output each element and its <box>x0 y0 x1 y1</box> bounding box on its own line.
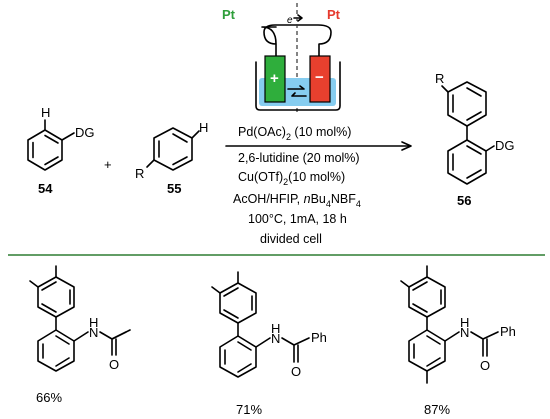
left-pt-label: Pt <box>222 7 236 22</box>
example-1-yield: 66% <box>36 390 62 405</box>
example-2-structure <box>211 271 310 378</box>
compound-55-structure <box>146 127 200 171</box>
example-1-nitrogen: N <box>89 325 98 340</box>
arrow-head-icon <box>401 141 412 151</box>
compound-54-number: 54 <box>38 181 53 196</box>
cathode <box>309 55 331 103</box>
compound-54-h-label: H <box>41 105 50 120</box>
electron-arrow-icon <box>293 14 303 22</box>
example-2-phenyl: Ph <box>311 330 327 345</box>
example-3-nitrogen: N <box>460 325 469 340</box>
example-3-yield: 87% <box>424 402 450 417</box>
compound-56-structure <box>441 81 495 185</box>
condition-additive: Cu(OTf)2(10 mol%) <box>238 170 345 187</box>
electrochemical-cell-icon: Pt Pt e + − <box>222 3 341 113</box>
ion-exchange-arrows-icon <box>287 85 307 97</box>
compound-54-dg-label: DG <box>75 125 95 140</box>
example-3-oxygen: O <box>480 358 490 373</box>
example-2-nitrogen: N <box>271 331 280 346</box>
example-1-structure <box>29 265 131 372</box>
example-2-nh-hydrogen: H <box>271 321 280 336</box>
beaker <box>255 61 341 111</box>
condition-parameters: 100°C, 1mA, 18 h <box>248 212 347 226</box>
right-pt-label: Pt <box>327 7 341 22</box>
anode-plus-sign: + <box>270 70 279 87</box>
plus-sign: + <box>104 157 112 172</box>
example-1-nh-hydrogen: H <box>89 315 98 330</box>
anode <box>264 55 286 103</box>
example-1-oxygen: O <box>109 357 119 372</box>
compound-54-structure <box>27 119 75 171</box>
compound-56-number: 56 <box>457 193 471 208</box>
compound-56-r-label: R <box>435 71 444 86</box>
example-3-nh-hydrogen: H <box>460 315 469 330</box>
example-3-structure <box>400 265 499 384</box>
compound-55-r-label: R <box>135 166 144 181</box>
compound-55-h-label: H <box>199 120 208 135</box>
external-wire <box>261 24 332 61</box>
compound-55-number: 55 <box>167 181 181 196</box>
condition-base: 2,6-lutidine (20 mol%) <box>238 151 360 165</box>
condition-cell-type: divided cell <box>260 232 322 246</box>
condition-catalyst: Pd(OAc)2 (10 mol%) <box>238 125 351 142</box>
example-2-yield: 71% <box>236 402 262 417</box>
electron-label: e <box>287 15 293 26</box>
example-2-oxygen: O <box>291 364 301 379</box>
example-3-phenyl: Ph <box>500 324 516 339</box>
cathode-minus-sign: − <box>315 69 324 86</box>
compound-56-dg-label: DG <box>495 138 515 153</box>
condition-solvent: AcOH/HFIP, nBu4NBF4 <box>233 192 361 209</box>
